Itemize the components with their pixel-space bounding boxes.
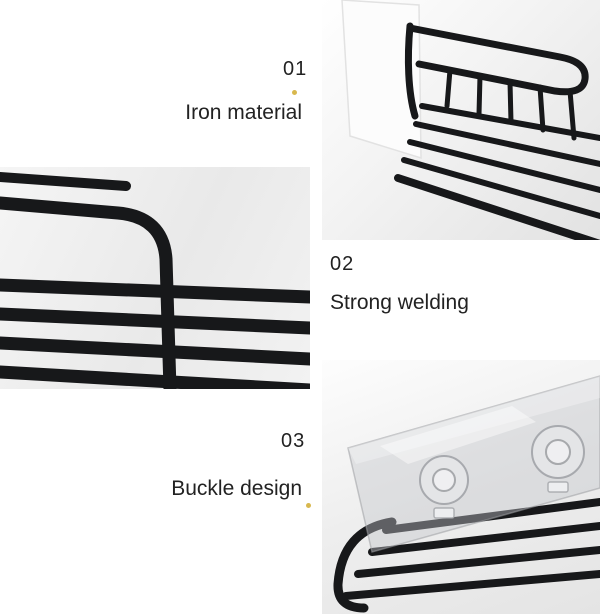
buckle-boss-left <box>419 455 469 519</box>
buckle-plate-illustration <box>333 375 600 613</box>
feature-label-iron-material: Iron material <box>185 101 302 124</box>
welded-wires-illustration <box>0 172 310 389</box>
buckle-boss-right <box>531 425 585 493</box>
iron-material-photo <box>322 0 600 240</box>
feature-label-strong-welding: Strong welding <box>330 291 469 314</box>
feature-number-2: 02 <box>330 253 355 275</box>
feature-number-1: 01 <box>283 58 308 80</box>
buckle-design-photo <box>322 360 600 614</box>
feature-number-3: 03 <box>281 430 306 452</box>
strong-welding-photo <box>0 167 310 389</box>
basket-wires <box>394 22 600 240</box>
accent-dot-icon <box>306 503 311 508</box>
feature-label-buckle-design: Buckle design <box>171 477 302 500</box>
accent-dot-icon <box>292 90 297 95</box>
translucent-buckle-plate <box>347 375 600 553</box>
iron-basket-illustration <box>341 0 600 240</box>
shelf-wires <box>333 498 600 613</box>
shelf-wires <box>0 172 310 389</box>
wall-plate <box>341 0 422 160</box>
